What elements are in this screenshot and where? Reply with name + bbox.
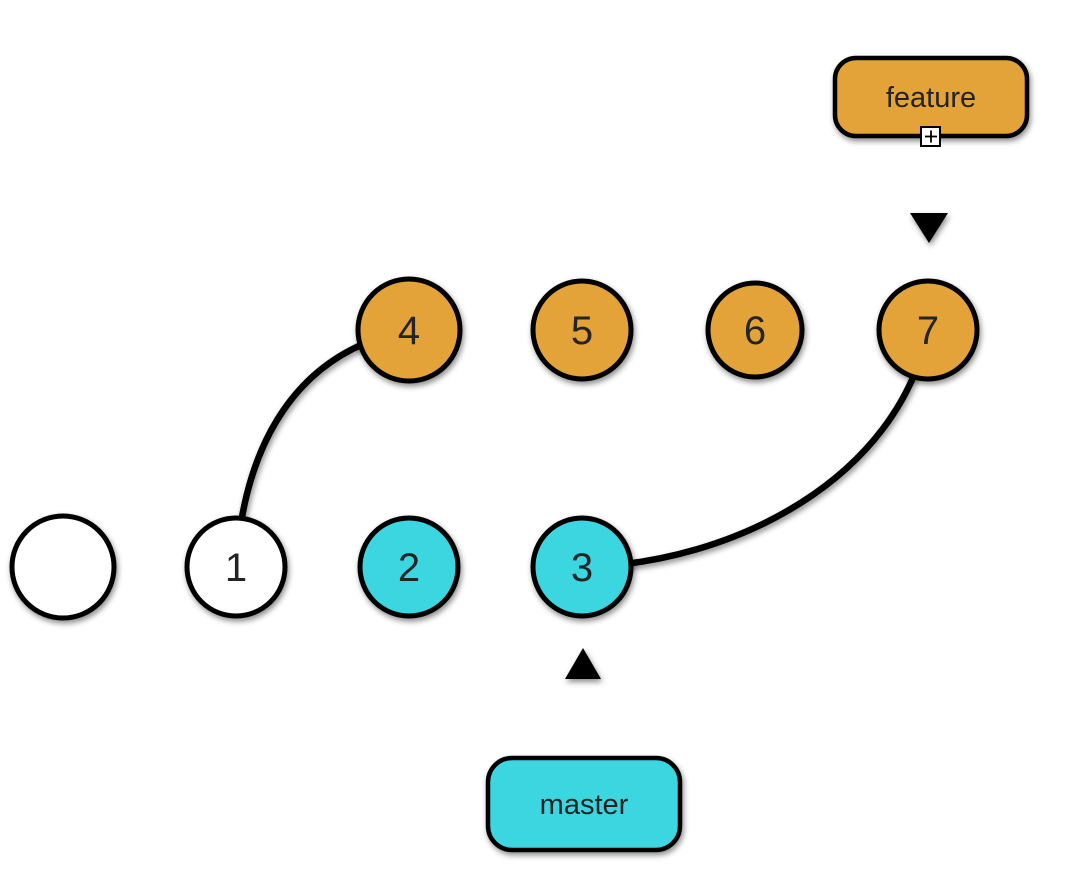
commit-node-3: 3 bbox=[530, 515, 634, 619]
master-branch-label: master bbox=[485, 755, 683, 853]
master-label-box bbox=[485, 755, 683, 853]
commit-circle-6 bbox=[705, 280, 805, 380]
commit-label-2: 2 bbox=[398, 546, 420, 590]
commit-node-2: 2 bbox=[357, 515, 461, 619]
commit-circle-1 bbox=[184, 515, 288, 619]
commit-label-1: 1 bbox=[225, 546, 247, 590]
commit-node-root bbox=[9, 513, 117, 621]
plus-cursor-icon bbox=[920, 126, 941, 147]
commit-label-6: 6 bbox=[744, 309, 766, 353]
master-arrow-head bbox=[565, 648, 601, 679]
edge-3-7-curve bbox=[578, 326, 932, 571]
feature-branch-label: feature bbox=[832, 55, 1030, 139]
feature-arrow-head bbox=[910, 213, 948, 243]
commit-node-4: 4 bbox=[355, 276, 463, 384]
commit-node-7: 7 bbox=[876, 278, 980, 382]
feature-arrow bbox=[910, 173, 948, 243]
commit-circle-4 bbox=[355, 276, 463, 384]
commit-node-6: 6 bbox=[705, 280, 805, 380]
commit-node-5: 5 bbox=[530, 278, 634, 382]
feature-label-text: feature bbox=[886, 82, 976, 114]
commit-circle-7 bbox=[876, 278, 980, 382]
master-arrow bbox=[565, 648, 601, 722]
commit-circle-5 bbox=[530, 278, 634, 382]
edges bbox=[59, 326, 932, 571]
commit-node-1: 1 bbox=[184, 515, 288, 619]
commit-label-7: 7 bbox=[917, 309, 939, 353]
commit-label-3: 3 bbox=[571, 546, 593, 590]
commit-circle-2 bbox=[357, 515, 461, 619]
master-label-text: master bbox=[540, 789, 629, 821]
commit-label-4: 4 bbox=[398, 309, 420, 353]
commit-label-5: 5 bbox=[571, 309, 593, 353]
commit-circle-3 bbox=[530, 515, 634, 619]
commit-circle-root bbox=[9, 513, 117, 621]
